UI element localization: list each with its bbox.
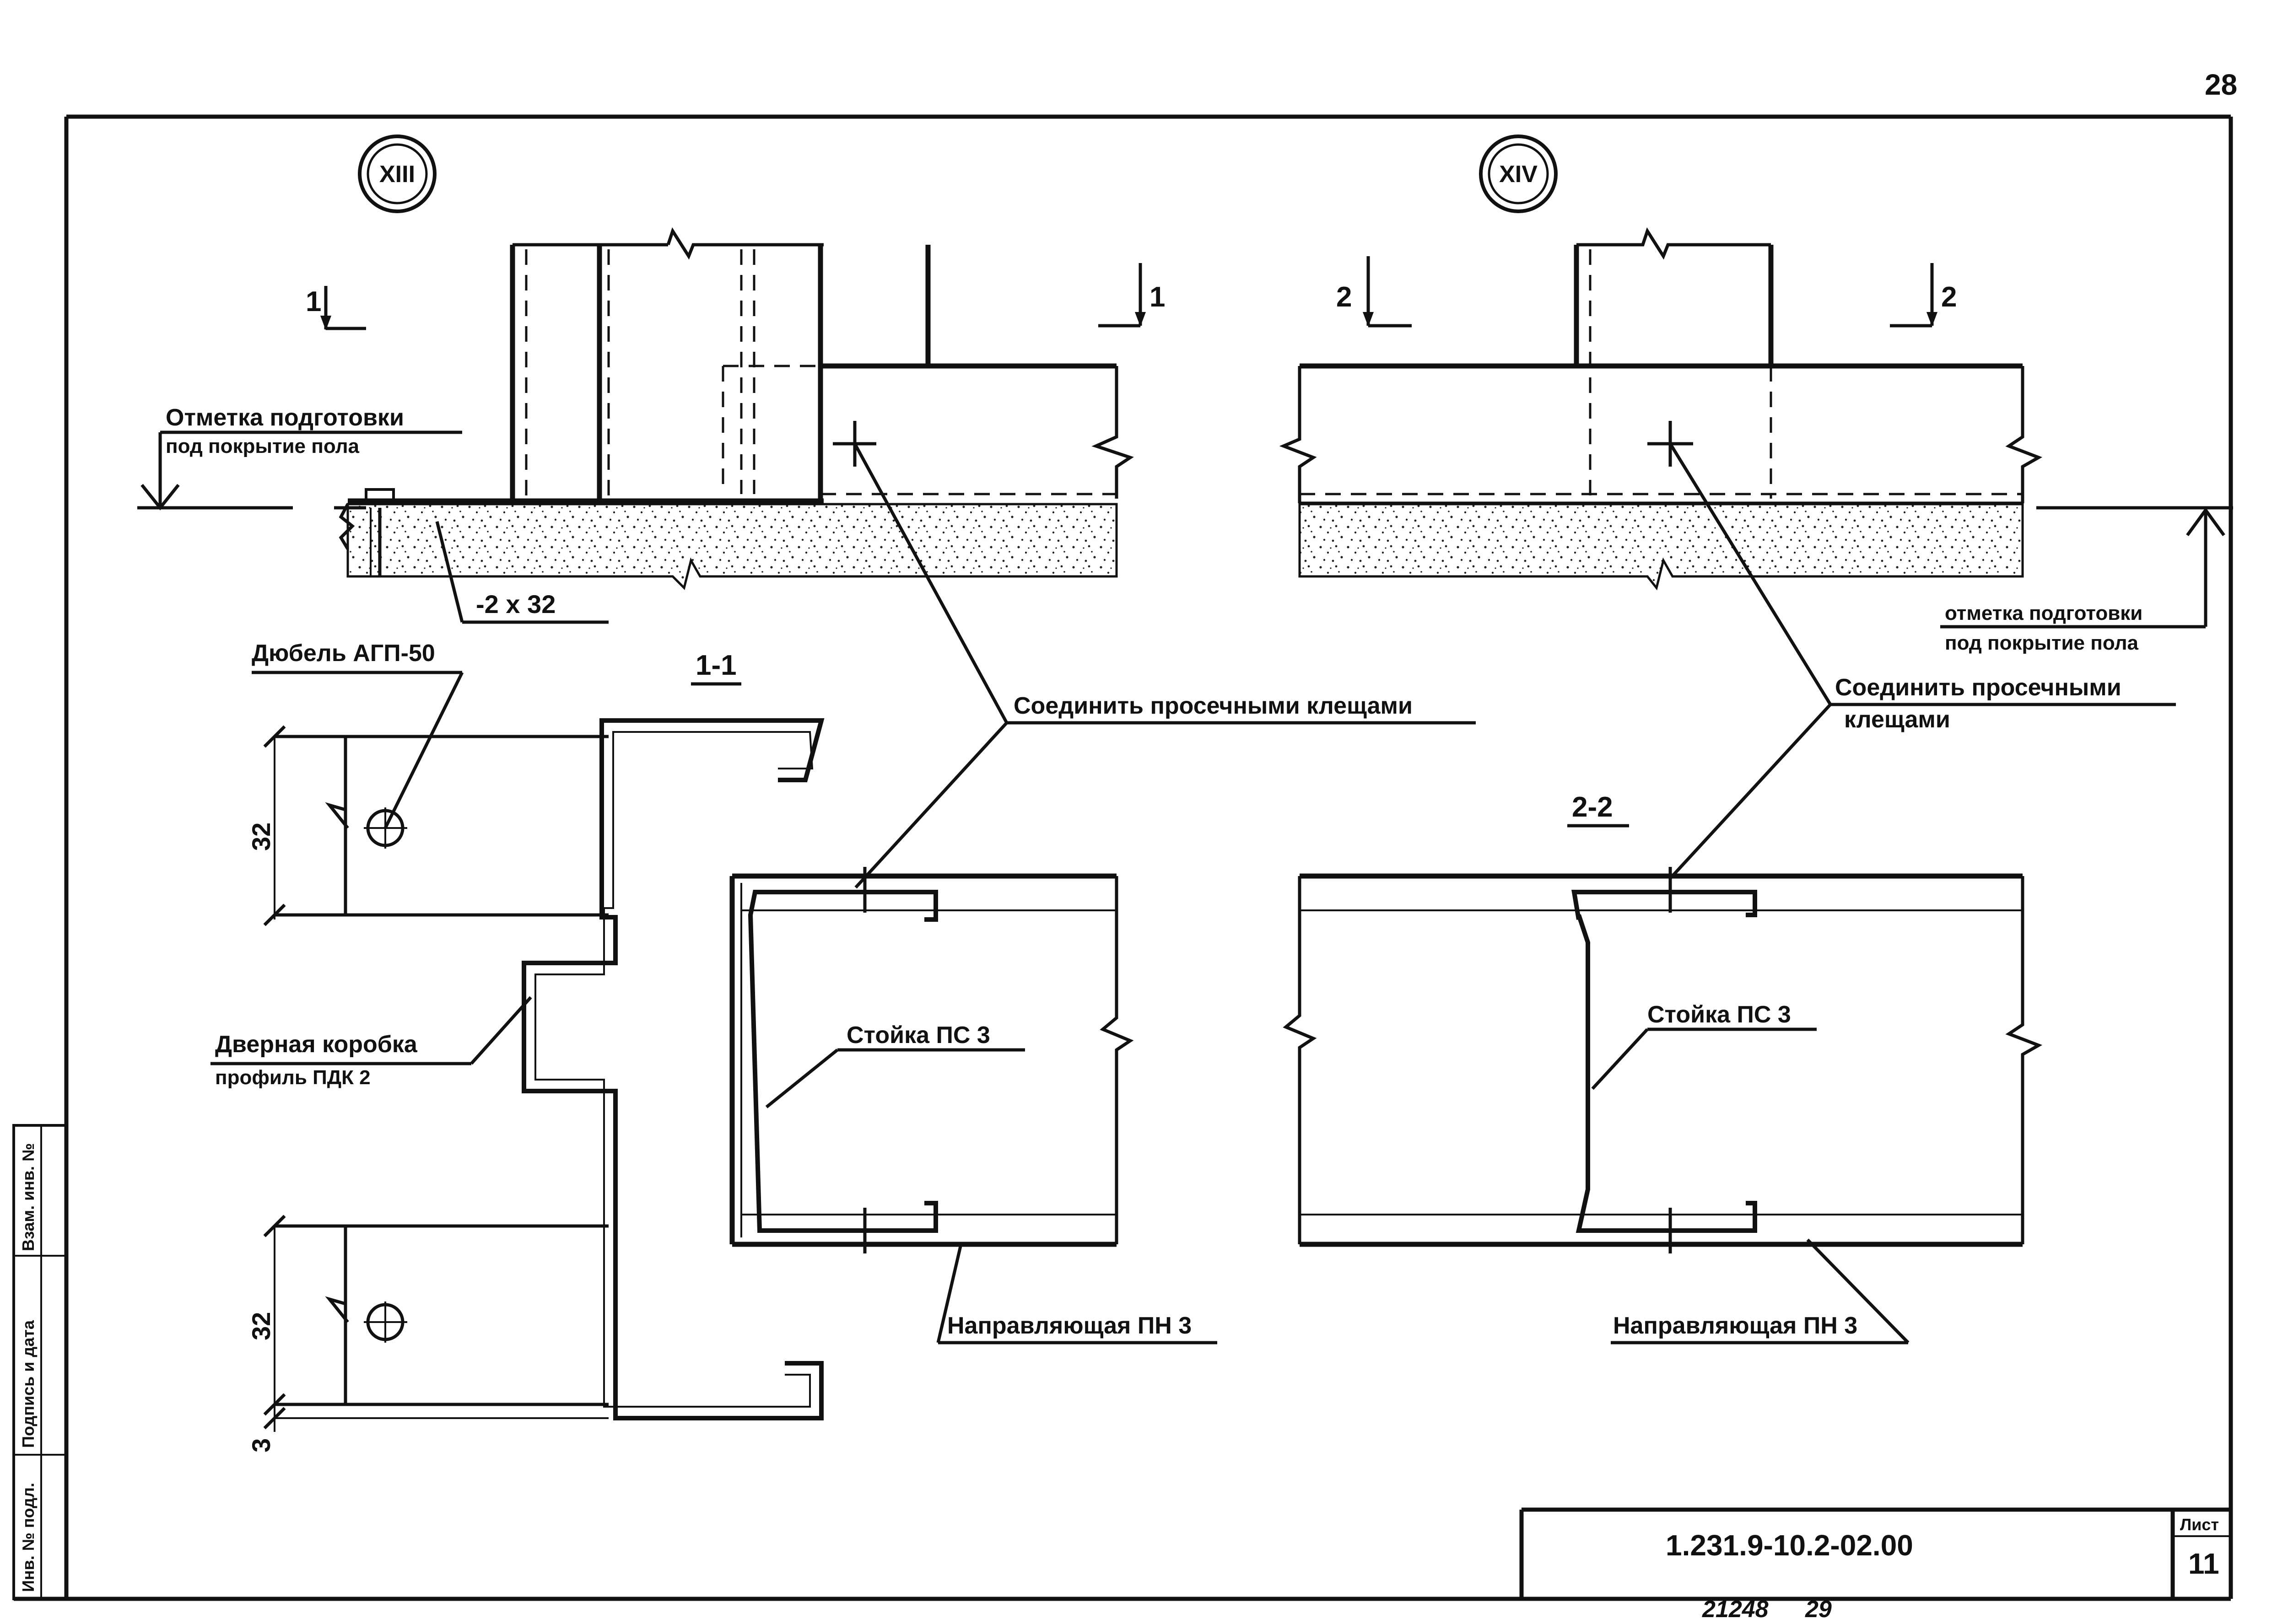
post-section-left: [729, 867, 1217, 1344]
page-number: 28: [2205, 68, 2237, 101]
dowel-label: Дюбель АГП-50: [252, 640, 435, 667]
section-mark-2-right: 2: [1941, 281, 1957, 313]
level-label-right-line2: под покрытие пола: [1945, 632, 2139, 654]
post-section-right: [1283, 867, 2043, 1344]
dimension-small-3: 3: [247, 1438, 275, 1452]
section-title-2-2: 2-2: [1572, 791, 1613, 823]
title-block: 1.231.9-10.2-02.00 Лист 11: [1519, 1507, 2231, 1599]
join-label-right-line2: клещами: [1844, 706, 1950, 733]
sheet-label: Лист: [2180, 1515, 2219, 1534]
footer-page: 29: [1805, 1596, 1832, 1623]
level-label-right-line1: отметка подготовки: [1945, 602, 2142, 624]
join-label-right-line1: Соединить просечными: [1835, 674, 2121, 701]
section-mark-1-right: 1: [1149, 281, 1165, 313]
sheet-number: 11: [2188, 1547, 2219, 1580]
stamp-signature-date: Подпись и дата: [19, 1320, 38, 1448]
title-code: 1.231.9-10.2-02.00: [1666, 1529, 1913, 1562]
door-frame-label-line2: профиль ПДК 2: [215, 1066, 371, 1089]
section-mark-1-left: 1: [306, 286, 321, 317]
plate-label: -2 x 32: [476, 590, 556, 618]
detail-label-xiv: XIV: [1499, 161, 1538, 188]
stamp-replace-inv: Взам. инв. №: [19, 1143, 38, 1251]
section-mark-2-left: 2: [1336, 281, 1352, 313]
section-title-1-1: 1-1: [696, 650, 737, 681]
post-label-left: Стойка ПС 3: [847, 1022, 990, 1049]
footer-number: 21248: [1702, 1596, 1769, 1623]
detail-marker-xiv: XIV: [1479, 134, 1558, 213]
detail-marker-xiii: XIII: [358, 134, 437, 213]
dimension-top-32: 32: [247, 823, 275, 851]
detail-label-xiii: XIII: [379, 161, 415, 188]
door-frame-section: [210, 671, 825, 1432]
guide-label-right: Направляющая ПН 3: [1613, 1312, 1857, 1339]
dimension-bottom-32: 32: [247, 1312, 275, 1340]
door-frame-label-line1: Дверная коробка: [215, 1031, 418, 1058]
post-label-right: Стойка ПС 3: [1647, 1001, 1791, 1028]
detail-xiii-elevation: 1 1: [137, 227, 1165, 624]
level-label-left-line2: под покрытие пола: [166, 435, 360, 457]
guide-label-left: Направляющая ПН 3: [947, 1312, 1192, 1339]
sheet-frame: [14, 114, 2233, 1601]
side-stamp: Инв. № подл. Подпись и дата Взам. инв. №: [12, 1124, 68, 1600]
join-label-left: Соединить просечными клещами: [1014, 693, 1413, 719]
stamp-inv-number: Инв. № подл.: [19, 1483, 38, 1592]
level-label-left-line1: Отметка подготовки: [166, 404, 404, 431]
join-leaders: [853, 443, 2176, 889]
detail-xiv-elevation: 2 2: [1279, 227, 2233, 629]
